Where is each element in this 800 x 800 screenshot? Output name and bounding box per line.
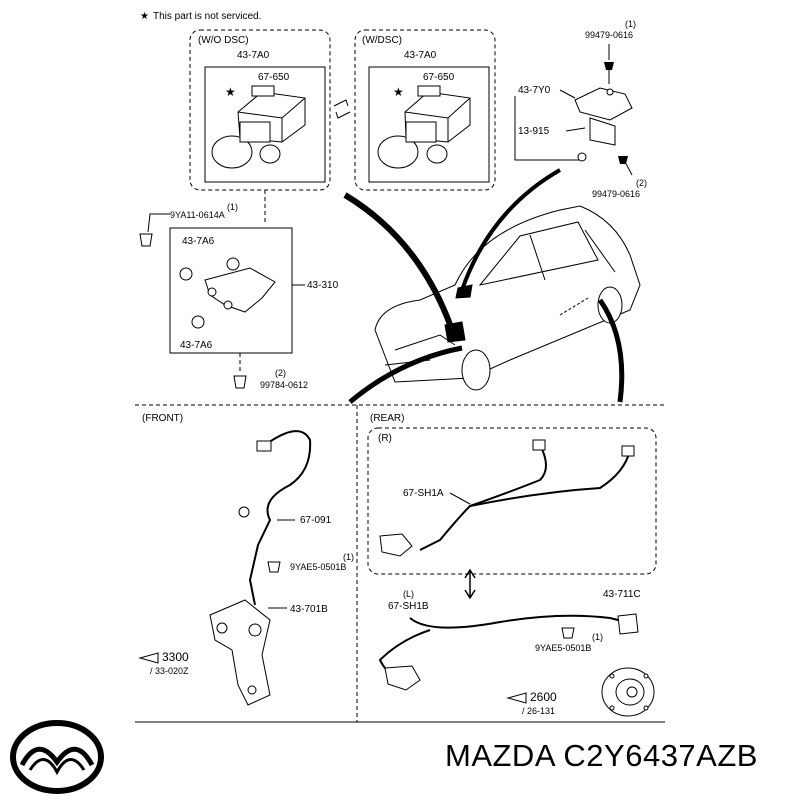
callout-line <box>597 298 625 403</box>
mount-bottom-bolt: 99784-0612 <box>260 380 308 390</box>
front-ref-sub: / 33-020Z <box>150 666 189 676</box>
rear-bolt-qty: (1) <box>592 632 603 642</box>
rear-left-harness-label: 67-SH1B <box>388 601 429 612</box>
front-bolt-qty: (1) <box>343 552 354 562</box>
module-wo-dsc-sub: 67-650 <box>258 72 290 83</box>
rear-right-title: (R) <box>378 433 392 444</box>
rear-right-harness <box>419 444 547 551</box>
bracket-bolt-bottom-qty: (2) <box>636 178 647 188</box>
rear-ref-num: 2600 <box>530 690 557 704</box>
module-wo-dsc-title: (W/O DSC) <box>198 35 249 46</box>
mazda-logo-icon <box>10 720 104 794</box>
rear-bolt: 9YAE5-0501B <box>535 643 591 653</box>
bolt-icon <box>618 156 628 164</box>
mount-bracket-icon <box>179 257 276 329</box>
hub-icon <box>601 667 655 717</box>
module-wo-dsc-star: ★ <box>225 85 236 99</box>
bolt-icon <box>139 233 153 247</box>
module-w-dsc-sub: 67-650 <box>423 72 455 83</box>
bracket-location-marker <box>455 284 473 299</box>
bracket-icon <box>574 87 633 162</box>
callout-line <box>343 192 455 332</box>
mount-left-group: (1) 9YA11-0614A 43-7A6 43-310 43-7A6 (2)… <box>139 190 339 390</box>
harness-branch <box>469 449 631 507</box>
rear-sensor: 43-711C <box>603 589 641 600</box>
mount-bolt: 9YA11-0614A <box>170 210 225 220</box>
abs-unit-icon <box>211 85 306 169</box>
bolt-icon <box>561 627 575 639</box>
module-wo-dsc-part: 43-7A0 <box>237 50 270 61</box>
rear-left-title: (L) <box>403 589 414 599</box>
knuckle-icon <box>209 599 271 706</box>
rear-left-harness <box>409 614 627 629</box>
rear-left-connector-icon <box>384 665 421 691</box>
bolt-icon <box>267 561 281 573</box>
mount-bottom-qty: (2) <box>275 368 286 378</box>
bracket-right-group: (1) 99479-0616 43-7Y0 13-915 (2) 99479-0… <box>514 19 647 199</box>
mount-part-b: 43-310 <box>307 280 339 291</box>
front-sensor-harness <box>248 430 312 606</box>
rear-right-harness-label: 67-SH1A <box>403 488 444 499</box>
bracket-bolt-bottom: 99479-0616 <box>592 189 640 199</box>
bracket-part-a: 43-7Y0 <box>518 85 551 96</box>
brand-part-number: MAZDA C2Y6437AZB <box>445 738 758 773</box>
front-section: (FRONT) 67-091 (1) 9YAE5-0501B 43-701B 3… <box>138 413 354 706</box>
note-text: This part is not serviced. <box>153 11 261 22</box>
ref-arrow-icon <box>138 652 159 664</box>
front-title: (FRONT) <box>142 413 183 424</box>
rear-ref-sub: / 26-131 <box>522 706 555 716</box>
swap-arrows-icon <box>333 99 351 119</box>
callout-line <box>348 345 463 404</box>
front-bolt: 9YAE5-0501B <box>290 562 346 572</box>
bracket-bolt-top-qty: (1) <box>625 19 636 29</box>
front-part: 43-701B <box>290 604 328 615</box>
rear-section: (REAR) (R) 67-SH1A (L) 67-SH1B 43-711C (… <box>367 413 657 717</box>
bracket-bolt-top: 99479-0616 <box>585 30 633 40</box>
mount-part-c: 43-7A6 <box>180 340 213 351</box>
rear-title: (REAR) <box>370 413 404 424</box>
rear-sensor-icon <box>617 613 639 635</box>
bolt-icon <box>233 375 247 389</box>
module-w-dsc-star: ★ <box>393 85 404 99</box>
abs-unit-icon <box>377 85 471 169</box>
callout-line <box>460 168 561 291</box>
mount-bolt-qty: (1) <box>227 202 238 212</box>
mount-part-a: 43-7A6 <box>182 236 215 247</box>
front-ref-num: 3300 <box>162 650 189 664</box>
front-sensor: 67-091 <box>300 515 332 526</box>
module-wo-dsc: (W/O DSC) 43-7A0 67-650 ★ <box>189 29 331 191</box>
module-w-dsc: (W/DSC) 43-7A0 67-650 ★ <box>354 29 496 191</box>
rear-right-connector-icon <box>379 533 413 557</box>
bolt-icon <box>604 62 614 70</box>
note-star: ★ <box>140 11 149 22</box>
module-w-dsc-part: 43-7A0 <box>404 50 437 61</box>
ref-arrow-icon <box>506 692 527 704</box>
car-illustration <box>374 205 641 391</box>
bracket-part-b: 13-915 <box>518 126 550 137</box>
double-arrow-icon <box>464 568 476 600</box>
module-w-dsc-title: (W/DSC) <box>362 35 402 46</box>
